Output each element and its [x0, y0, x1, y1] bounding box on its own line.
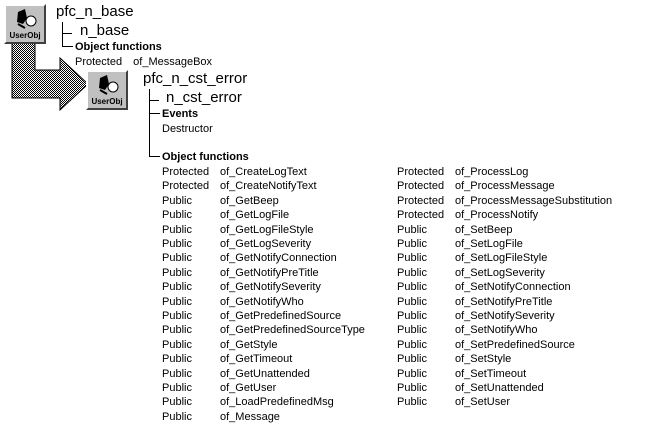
tree-connector	[62, 22, 63, 34]
function-visibility: Public	[397, 338, 427, 351]
events-heading: Events	[162, 108, 199, 120]
function-name: of_Message	[220, 410, 280, 423]
function-name: of_GetTimeout	[220, 353, 293, 366]
function-visibility: Protected	[75, 56, 123, 68]
function-name: of_ProcessMessage	[455, 180, 555, 193]
tree-connector	[149, 101, 150, 157]
function-name: of_GetUser	[220, 382, 277, 394]
function-visibility: Protected	[397, 209, 445, 222]
function-name: of_SetTimeout	[455, 367, 527, 380]
function-name: of_GetLogFileStyle	[220, 223, 314, 236]
function-name: of_SetNotifyConnection	[455, 281, 571, 294]
function-visibility: Public	[162, 353, 192, 366]
base-userobj-icon[interactable]: UserObj	[4, 4, 46, 44]
cst-userobj-icon[interactable]: UserObj	[86, 70, 128, 110]
function-visibility: Protected	[397, 180, 445, 193]
function-name: of_GetLogFile	[220, 209, 290, 222]
tree-connector	[149, 113, 160, 114]
function-visibility: Protected	[162, 180, 210, 193]
function-visibility: Public	[397, 238, 427, 250]
function-visibility: Public	[162, 367, 192, 380]
function-visibility: Public	[162, 266, 192, 279]
function-visibility: Public	[397, 295, 427, 308]
function-name: of_GetStyle	[220, 338, 278, 351]
base-functions-heading: Object functions	[75, 41, 162, 53]
function-visibility: Public	[162, 382, 192, 394]
function-name: of_SetLogFile	[455, 238, 523, 250]
function-name: of_GetPredefinedSource	[220, 310, 342, 322]
function-visibility: Public	[162, 223, 192, 236]
function-visibility: Public	[162, 209, 192, 222]
userobj-glyph-icon	[17, 9, 37, 29]
base-object-name: n_base	[80, 22, 130, 39]
cst-class-name: pfc_n_cst_error	[143, 70, 248, 87]
function-name: of_MessageBox	[133, 56, 213, 68]
tree-connector	[149, 100, 159, 101]
base-class-name: pfc_n_base	[56, 3, 134, 20]
function-visibility: Public	[397, 252, 427, 265]
function-name: of_GetLogSeverity	[220, 238, 312, 250]
tree-connector	[62, 33, 72, 34]
function-visibility: Public	[397, 382, 427, 394]
function-name: of_ProcessLog	[455, 166, 529, 178]
tree-connector	[62, 46, 73, 47]
function-visibility: Public	[162, 410, 192, 423]
function-name: of_CreateLogText	[220, 166, 307, 178]
function-visibility: Public	[162, 338, 192, 351]
function-visibility: Public	[162, 295, 192, 308]
function-name: of_ProcessMessageSubstitution	[455, 194, 613, 207]
function-name: of_SetLogFileStyle	[455, 252, 548, 265]
function-name: of_ProcessNotify	[455, 209, 539, 222]
function-visibility: Public	[397, 223, 427, 236]
function-visibility: Public	[162, 310, 192, 322]
function-visibility: Protected	[162, 166, 210, 178]
function-visibility: Public	[397, 353, 427, 366]
function-name: of_SetNotifyWho	[455, 324, 538, 337]
function-name: of_GetNotifyConnection	[220, 252, 337, 265]
function-name: of_GetNotifyWho	[220, 295, 304, 308]
function-visibility: Public	[162, 252, 192, 265]
function-name: of_GetBeep	[220, 194, 279, 207]
function-visibility: Protected	[397, 194, 445, 207]
base-function-row: Protected of_MessageBox	[75, 55, 212, 69]
tree-connector	[149, 156, 160, 157]
function-name: of_SetBeep	[455, 223, 513, 236]
function-visibility: Protected	[397, 166, 445, 178]
event-item: Destructor	[162, 123, 213, 135]
function-name: of_GetNotifyPreTitle	[220, 266, 319, 279]
function-visibility: Public	[162, 194, 192, 207]
function-visibility: Public	[162, 238, 192, 250]
function-name: of_GetPredefinedSourceType	[220, 324, 365, 337]
function-name: of_SetUnattended	[455, 382, 544, 394]
userobj-glyph-icon	[99, 75, 119, 95]
function-name: of_SetUser	[455, 396, 511, 409]
cst-object-name: n_cst_error	[166, 89, 242, 106]
tree-connector	[62, 34, 63, 46]
cst-functions-heading: Object functions	[162, 151, 249, 163]
function-name: of_SetNotifyPreTitle	[455, 295, 553, 308]
function-visibility: Public	[162, 281, 192, 294]
function-visibility: Public	[397, 266, 427, 279]
function-name: of_SetStyle	[455, 353, 512, 366]
function-visibility: Public	[162, 396, 192, 409]
function-name: of_CreateNotifyText	[220, 180, 317, 193]
icon-label: UserObj	[91, 97, 123, 106]
function-name: of_GetNotifySeverity	[220, 281, 321, 294]
function-name: of_SetPredefinedSource	[455, 338, 575, 351]
function-visibility: Public	[397, 310, 427, 322]
function-name: of_GetUnattended	[220, 367, 310, 380]
function-name: of_LoadPredefinedMsg	[220, 396, 334, 409]
function-visibility: Public	[162, 324, 192, 337]
tree-connector	[149, 89, 150, 101]
function-name: of_SetLogSeverity	[455, 266, 545, 279]
function-visibility: Public	[397, 396, 427, 409]
function-name: of_SetNotifySeverity	[455, 310, 555, 322]
function-visibility: Public	[397, 367, 427, 380]
function-visibility: Public	[397, 324, 427, 337]
function-visibility: Public	[397, 281, 427, 294]
icon-label: UserObj	[9, 31, 41, 40]
